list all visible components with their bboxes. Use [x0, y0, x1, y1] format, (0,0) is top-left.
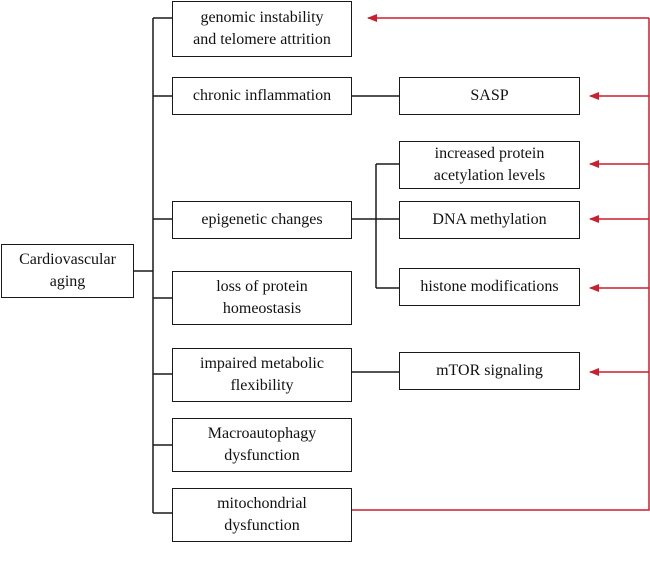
root-node-cardiovascular-aging: Cardiovascular aging: [1, 244, 134, 298]
mechanism-mtor-signaling: mTOR signaling: [399, 352, 580, 390]
feedback-loop: [352, 18, 650, 511]
hallmark-macroautophagy-dysfunction: Macroautophagy dysfunction: [172, 418, 352, 472]
hallmark-epigenetic-changes: epigenetic changes: [172, 201, 352, 239]
hallmark-genomic-instability: genomic instability and telomere attriti…: [172, 1, 352, 57]
hallmark-metabolic-flexibility: impaired metabolic flexibility: [172, 348, 352, 402]
mechanism-dna-methylation: DNA methylation: [399, 201, 580, 239]
mechanism-protein-acetylation: increased protein acetylation levels: [399, 141, 580, 189]
mechanism-sasp: SASP: [399, 77, 580, 115]
hallmark-chronic-inflammation: chronic inflammation: [172, 77, 352, 115]
mechanism-histone-modifications: histone modifications: [399, 268, 580, 306]
hallmark-mitochondrial-dysfunction: mitochondrial dysfunction: [172, 488, 352, 542]
hallmark-protein-homeostasis: loss of protein homeostasis: [172, 271, 352, 325]
